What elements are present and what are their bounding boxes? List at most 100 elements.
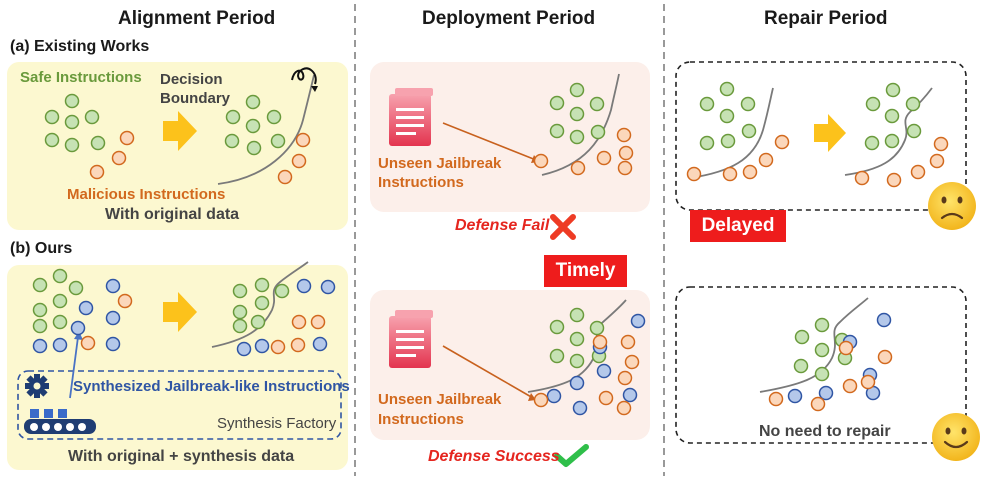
safe-instruction-dot xyxy=(44,109,60,125)
safe-instruction-dot xyxy=(32,318,48,334)
safe-instruction-dot xyxy=(719,108,735,124)
safe-instruction-dot xyxy=(794,329,810,345)
safe-instruction-dot xyxy=(549,123,565,139)
safe-instruction-dot xyxy=(254,295,270,311)
no-need-to-repair-label: No need to repair xyxy=(759,423,891,440)
safe-instruction-dot xyxy=(225,109,241,125)
safe-instructions-label: Safe Instructions xyxy=(20,69,142,86)
safe-instruction-dot xyxy=(44,132,60,148)
safe-instruction-dot xyxy=(32,302,48,318)
safe-instruction-dot xyxy=(590,124,606,140)
synthesized-instruction-dot xyxy=(52,337,68,353)
malicious-instruction-dot xyxy=(291,153,307,169)
malicious-instruction-dot xyxy=(810,396,826,412)
malicious-instruction-dot xyxy=(929,153,945,169)
safe-instruction-dot xyxy=(64,137,80,153)
safe-instruction-dot xyxy=(232,318,248,334)
right-arrow-icon xyxy=(163,292,197,332)
delayed-tag: Delayed xyxy=(690,210,786,242)
timely-tag: Timely xyxy=(544,255,627,287)
unseen-jailbreak-label: Unseen Jailbreak xyxy=(378,155,502,172)
malicious-instruction-dot xyxy=(877,349,893,365)
safe-instruction-dot xyxy=(270,133,286,149)
connector-arrow xyxy=(69,336,79,399)
safe-instruction-dot xyxy=(740,96,756,112)
malicious-instruction-dot xyxy=(774,134,790,150)
decision-boundary-curve xyxy=(217,74,315,185)
safe-instruction-dot xyxy=(589,320,605,336)
safe-instruction-dot xyxy=(246,140,262,156)
safe-instruction-dot xyxy=(52,268,68,284)
unseen-jailbreak-label-lower-2: Instructions xyxy=(378,411,464,428)
malicious-instruction-dot xyxy=(624,354,640,370)
safe-instruction-dot xyxy=(232,304,248,320)
malicious-instruction-dot xyxy=(616,127,632,143)
defense-fail-label: Defense Fail xyxy=(455,217,550,234)
synthesized-instruction-dot xyxy=(320,279,336,295)
safe-instruction-dot xyxy=(741,123,757,139)
safe-instruction-dot xyxy=(814,366,830,382)
safe-instruction-dot xyxy=(699,96,715,112)
synthesis-factory-label: Synthesis Factory xyxy=(217,415,337,432)
malicious-instruction-dot xyxy=(295,132,311,148)
synthesized-instruction-dot xyxy=(105,278,121,294)
safe-instruction-dot xyxy=(905,96,921,112)
unseen-jailbreak-label-lower: Unseen Jailbreak xyxy=(378,391,502,408)
synthesized-instruction-dot xyxy=(787,388,803,404)
safe-instruction-dot xyxy=(64,93,80,109)
synthesized-instruction-dot xyxy=(876,312,892,328)
decision-boundary-label-2: Boundary xyxy=(160,90,231,107)
safe-instruction-dot xyxy=(52,293,68,309)
document-icon xyxy=(389,310,433,368)
success-check-icon xyxy=(554,444,589,467)
unseen-jailbreak-label-2: Instructions xyxy=(378,174,464,191)
synthesized-instruction-dot xyxy=(70,320,86,336)
malicious-instruction-dot xyxy=(533,392,549,408)
malicious-instruction-dot xyxy=(310,314,326,330)
malicious-instruction-dot xyxy=(860,374,876,390)
safe-instruction-dot xyxy=(699,135,715,151)
safe-instruction-dot xyxy=(245,118,261,134)
malicious-instruction-dot xyxy=(117,293,133,309)
synthesized-instruction-dot xyxy=(78,300,94,316)
safe-instruction-dot xyxy=(224,133,240,149)
safe-instruction-dot xyxy=(884,108,900,124)
malicious-instruction-dot xyxy=(111,150,127,166)
connector-arrow xyxy=(442,122,537,161)
safe-instruction-dot xyxy=(814,317,830,333)
safe-instruction-dot xyxy=(32,277,48,293)
malicious-instruction-dot xyxy=(838,340,854,356)
connector-arrowhead xyxy=(74,331,83,340)
safe-instruction-dot xyxy=(569,106,585,122)
malicious-instruction-dot xyxy=(277,169,293,185)
synthesized-instruction-dot xyxy=(596,363,612,379)
repair-period-title: Repair Period xyxy=(764,8,888,29)
safe-instruction-dot xyxy=(64,114,80,130)
smiley-face-icon xyxy=(932,413,980,461)
malicious-instruction-dot xyxy=(291,314,307,330)
deployment-period-title: Deployment Period xyxy=(422,8,596,29)
safe-instruction-dot xyxy=(274,283,290,299)
gear-icon xyxy=(25,374,49,398)
right-arrow-icon xyxy=(814,114,846,152)
safe-instruction-dot xyxy=(232,283,248,299)
synthesized-instruction-dot xyxy=(818,385,834,401)
fail-cross-icon xyxy=(550,214,576,240)
safe-instruction-dot xyxy=(720,133,736,149)
connector-arrow xyxy=(442,345,534,399)
synthesized-instruction-dot xyxy=(254,338,270,354)
right-arrow-icon xyxy=(163,111,197,151)
malicious-instruction-dot xyxy=(119,130,135,146)
ours-heading: (b) Ours xyxy=(10,240,73,257)
decision-boundary-curve xyxy=(211,261,309,348)
malicious-instruction-dot xyxy=(620,334,636,350)
malicious-instruction-dot xyxy=(722,166,738,182)
synthesized-instruction-dot xyxy=(569,375,585,391)
malicious-instruction-dot xyxy=(290,337,306,353)
safe-instruction-dot xyxy=(569,129,585,145)
synthesized-instruction-dot xyxy=(546,388,562,404)
synthesized-instruction-dot xyxy=(32,338,48,354)
defense-success-label: Defense Success xyxy=(428,448,560,465)
original-data-caption: With original data xyxy=(105,206,240,223)
synthesized-instructions-label: Synthesized Jailbreak-like Instructions xyxy=(73,378,350,395)
